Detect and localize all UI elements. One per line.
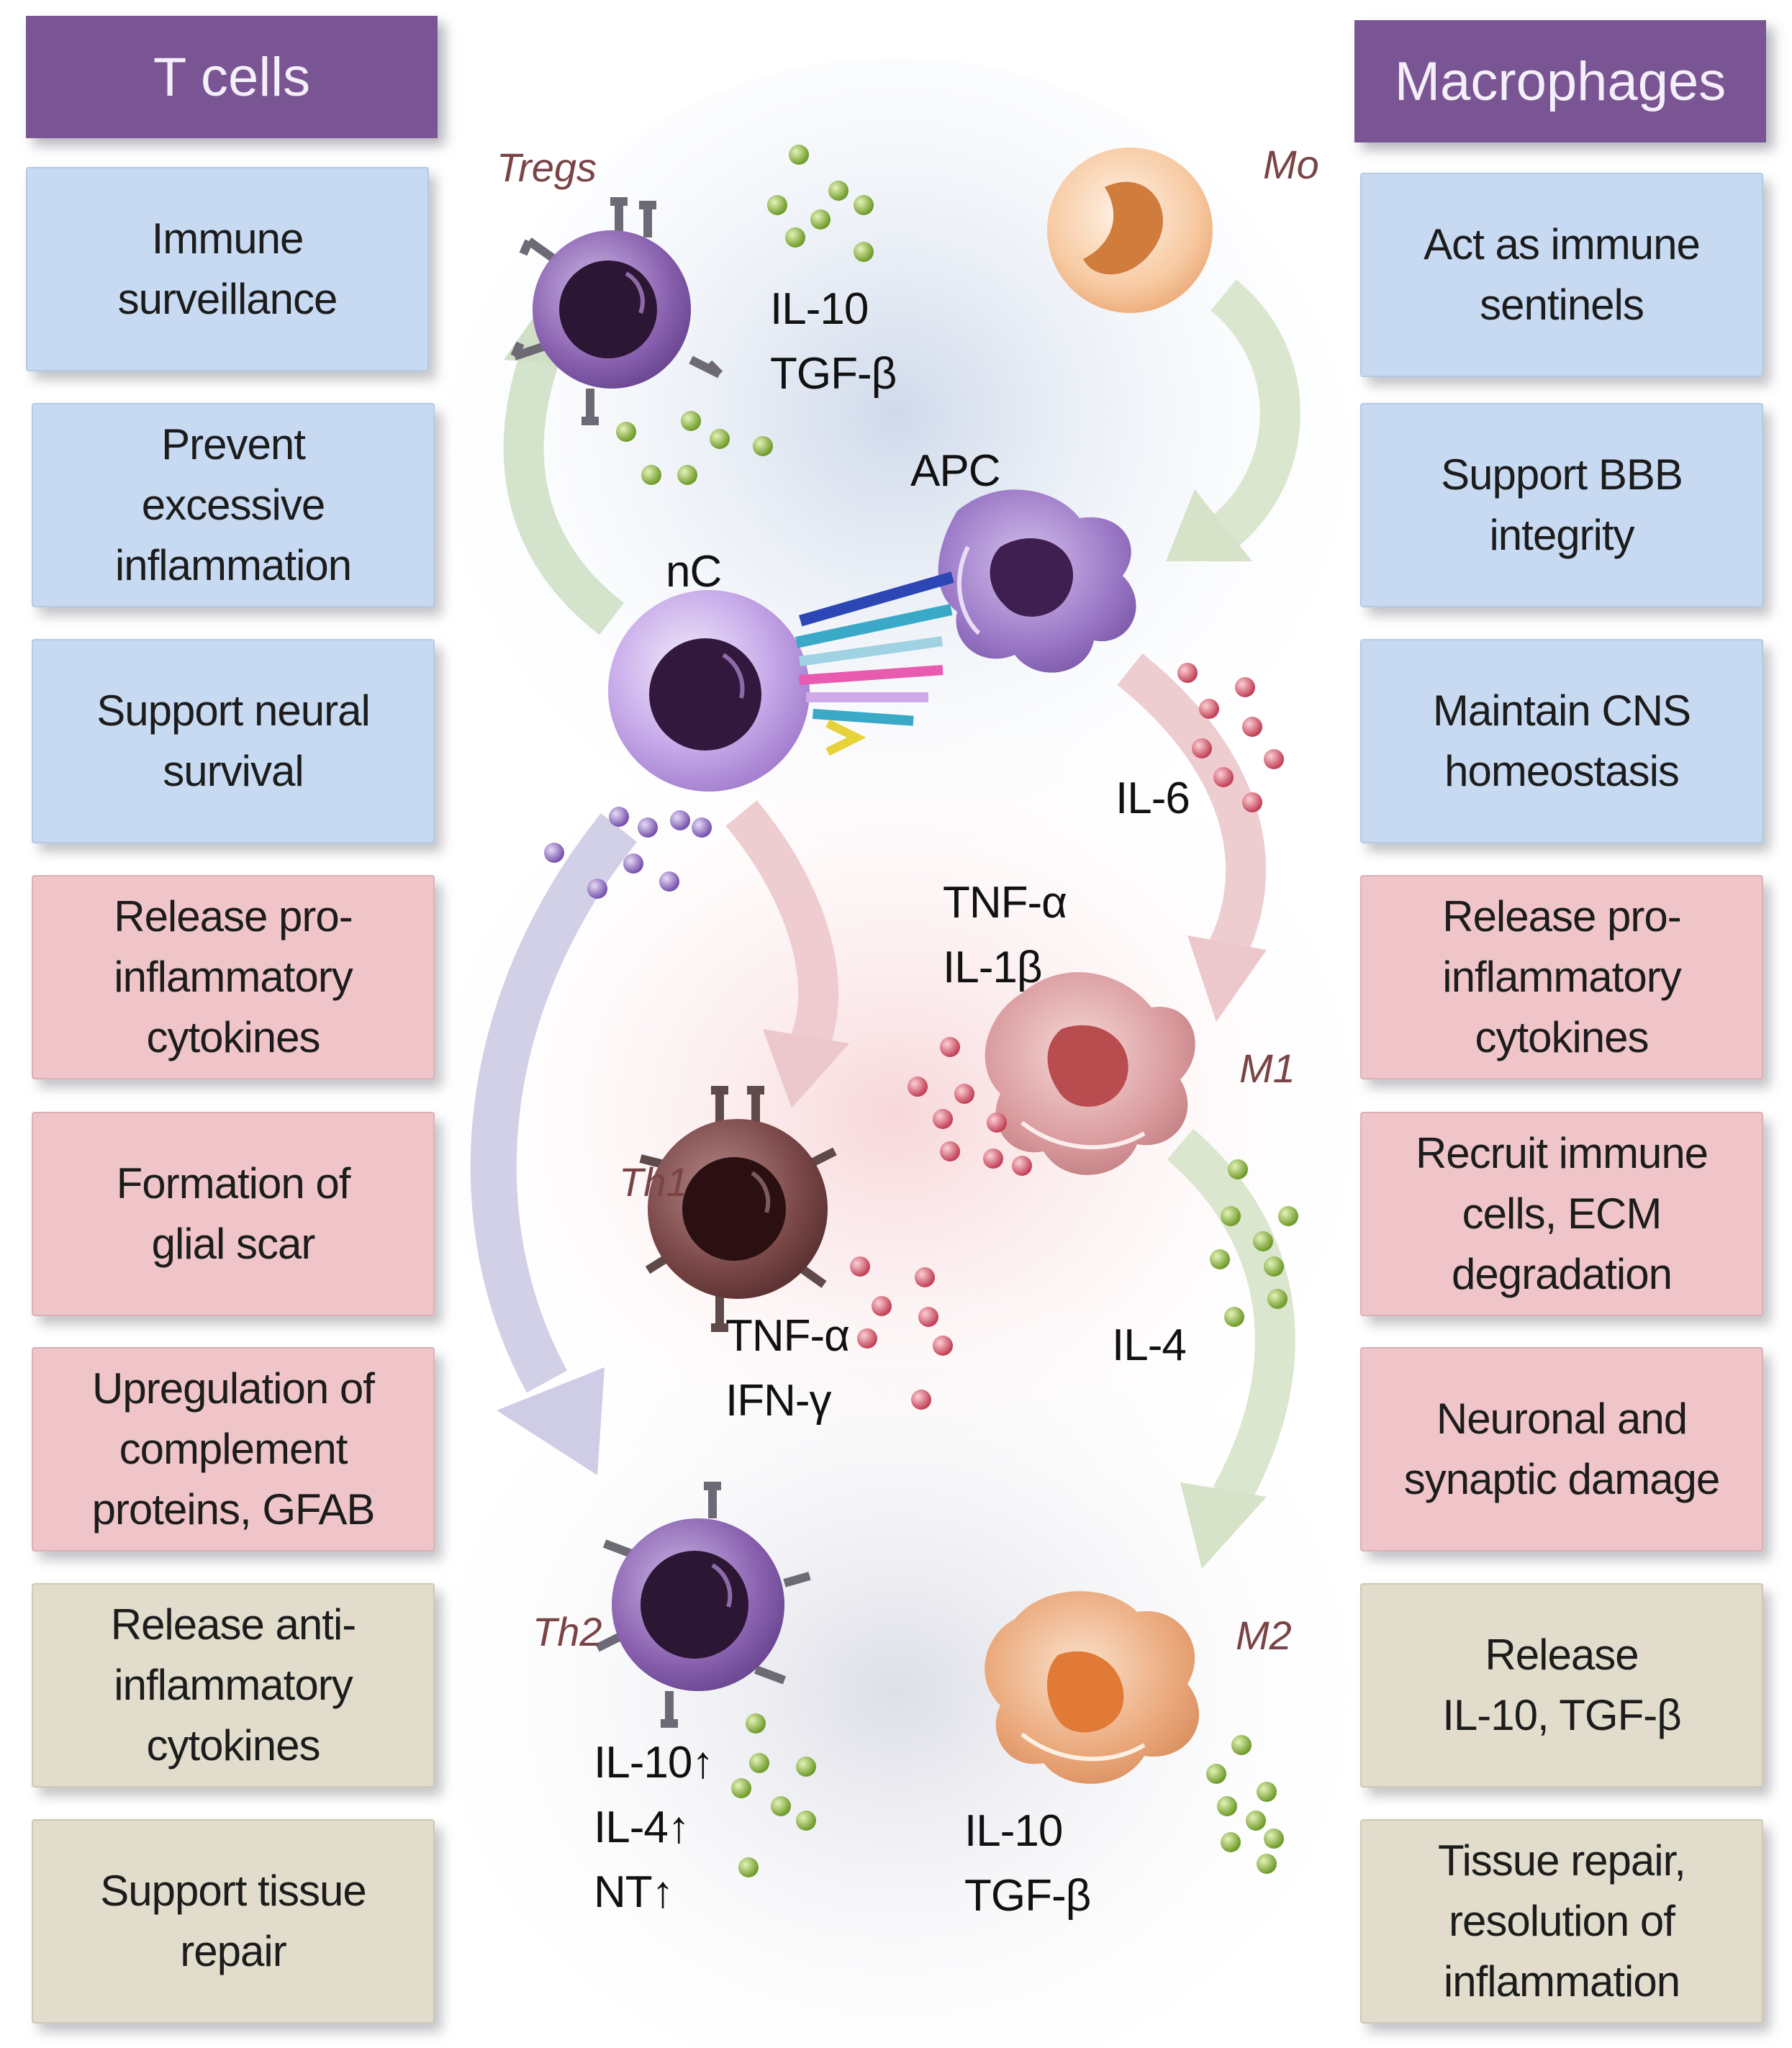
th2-cell [595,1482,811,1728]
tcell-box-release-antiinflammatory: Release anti- inflammatory cytokines [32,1583,435,1788]
macrophage-box-bbb-integrity: Support BBB integrity [1360,403,1763,607]
macrophage-box-neuronal-damage: Neuronal and synaptic damage [1360,1347,1763,1551]
cytokine-dots-nc [544,807,712,899]
cytokine-dots-th1 [850,1256,953,1410]
cytokine-dots-apc [1177,663,1284,812]
background-glow-bottom [435,1288,1357,2048]
macrophage-box-recruit-immune-cells: Recruit immune cells, ECM degradation [1360,1112,1763,1316]
macrophage-box-tissue-repair: Tissue repair, resolution of inflammatio… [1360,1819,1763,2024]
apc-cell [938,489,1136,673]
arrow-apc-to-m1 [1117,653,1267,1022]
macrophage-box-cns-homeostasis: Maintain CNS homeostasis [1360,639,1763,843]
tcell-box-complement-upregulation: Upregulation of complement proteins, GFA… [32,1347,435,1551]
m1-macrophage [985,972,1195,1175]
monocyte-cell [1047,148,1213,313]
cytokine-dots-tregs [616,145,874,485]
cytokine-dots-m1-to-m2 [1210,1159,1298,1327]
tcell-box-tissue-repair: Support tissue repair [32,1819,435,2024]
m2-label: M2 [1236,1613,1292,1658]
tcell-box-support-neural-survival: Support neural survival [32,639,435,843]
th1-cell [639,1086,837,1332]
m2-macrophage [985,1591,1200,1784]
th2-cytokines-label: IL-10↑ IL-4↑ NT↑ [594,1738,714,1917]
tcell-box-prevent-inflammation: Prevent excessive inflammation [32,403,435,607]
tcell-box-immune-surveillance: Immune surveillance [26,167,429,371]
arrow-nc-to-th1 [725,800,849,1108]
naive-t-cell [608,590,810,792]
tcell-box-glial-scar: Formation of glial scar [32,1112,435,1316]
macrophage-box-immune-sentinels: Act as immune sentinels [1360,173,1763,377]
tregs-cytokines-label: IL-10 TGF-β [770,284,897,399]
apc-cytokine-label: IL-6 [1116,774,1190,823]
macrophage-box-release-proinflammatory: Release pro- inflammatory cytokines [1360,875,1763,1079]
background-glow-middle [435,712,1357,1518]
cytokine-dots-m2 [1206,1735,1284,1874]
arrow-nc-to-th2 [470,813,637,1475]
nc-label: nC [666,547,722,597]
tregs-label: Tregs [497,145,597,190]
tregs-cell [510,197,723,425]
th1-label: Th1 [619,1159,689,1205]
m1-cytokines-label: TNF-α IL-1β [943,878,1067,992]
macrophage-box-release-il10-tgfb: Release IL-10, TGF-β [1360,1583,1763,1788]
macrophages-header: Macrophages [1354,20,1766,142]
cytokine-dots-m1 [908,1037,1032,1176]
arrow-mo-to-apc [1166,279,1300,561]
t-cells-header: T cells [26,16,438,138]
th2-label: Th2 [533,1609,602,1654]
m1-to-m2-cytokine-label: IL-4 [1112,1320,1187,1370]
cytokine-dots-th2 [731,1713,816,1877]
tcell-box-release-proinflammatory: Release pro- inflammatory cytokines [32,875,435,1079]
m1-label: M1 [1239,1046,1295,1091]
apc-label: APC [910,446,1000,496]
th1-cytokines-label: TNF-α IFN-γ [725,1311,850,1426]
monocyte-label: Mo [1263,142,1319,187]
m2-cytokines-label: IL-10 TGF-β [964,1806,1091,1921]
tcr-mhc-complex [795,571,954,756]
